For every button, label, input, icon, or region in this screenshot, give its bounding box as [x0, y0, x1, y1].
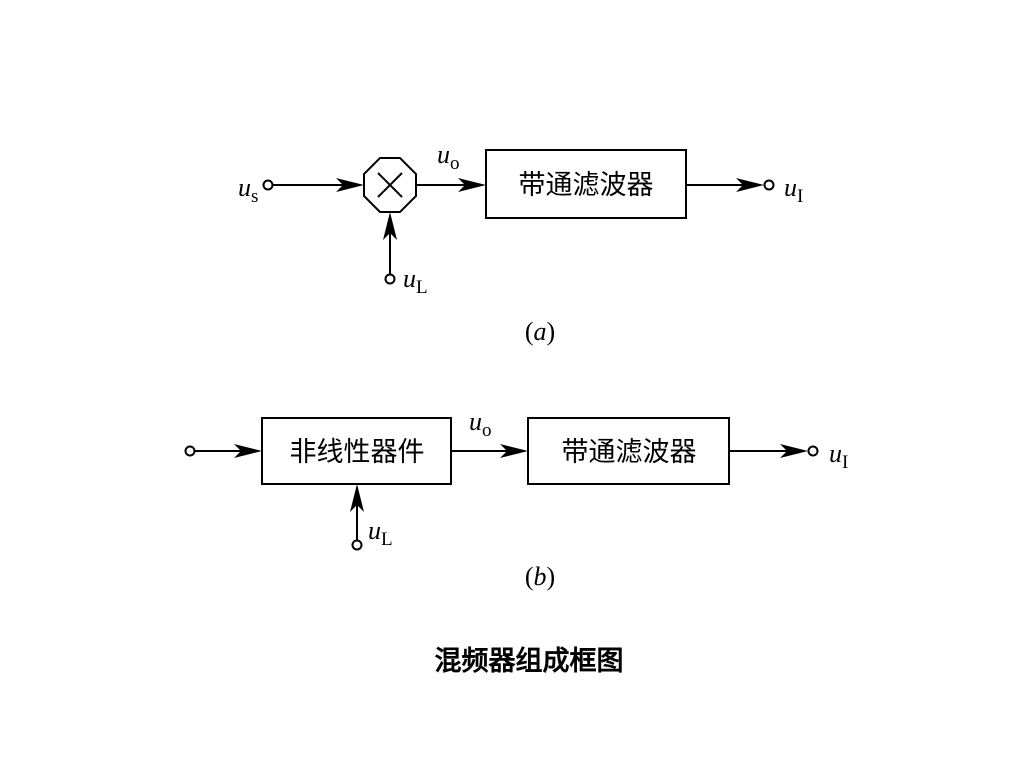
nonlinear-device-label: 非线性器件: [290, 437, 425, 468]
mid-label-a: uo: [437, 140, 460, 174]
caption-b: (b): [525, 562, 555, 591]
bandpass-filter-box-a: [485, 149, 687, 219]
lo-arrow-b: [350, 484, 364, 512]
bandpass-filter-box-b: [527, 417, 730, 485]
output-arrow-b: [780, 444, 808, 458]
bandpass-filter-label-a: 带通滤波器: [519, 170, 654, 201]
input-arrow-a: [336, 178, 364, 192]
mid-arrow-b: [500, 444, 528, 458]
input-terminal-b: [184, 445, 196, 457]
bandpass-filter-label-b: 带通滤波器: [562, 437, 697, 468]
caption-a: (a): [525, 317, 555, 346]
output-label-a: uI: [784, 173, 803, 207]
diagram-b: 非线性器件 uL uo 带通滤波器 uI (b): [184, 407, 848, 591]
input-terminal-a: [262, 179, 274, 191]
mid-label-b: uo: [469, 407, 492, 441]
input-label-a: us: [238, 173, 258, 207]
lo-terminal-a: [384, 273, 396, 285]
output-label-b: uI: [829, 439, 848, 473]
lo-label-b: uL: [368, 516, 393, 550]
input-arrow-b: [234, 444, 262, 458]
figure-title: 混频器组成框图: [435, 645, 624, 677]
output-terminal-a: [763, 179, 775, 191]
lo-label-a: uL: [403, 264, 428, 298]
nonlinear-device-box: [261, 417, 452, 485]
output-arrow-a: [736, 178, 764, 192]
multiplier-symbol: [363, 157, 417, 213]
mid-arrow-a: [458, 178, 486, 192]
diagram-a: us uL uo 带通滤波器 uI (a): [238, 140, 803, 346]
lo-arrow-a: [383, 212, 397, 240]
output-terminal-b: [807, 445, 819, 457]
lo-terminal-b: [351, 539, 363, 551]
